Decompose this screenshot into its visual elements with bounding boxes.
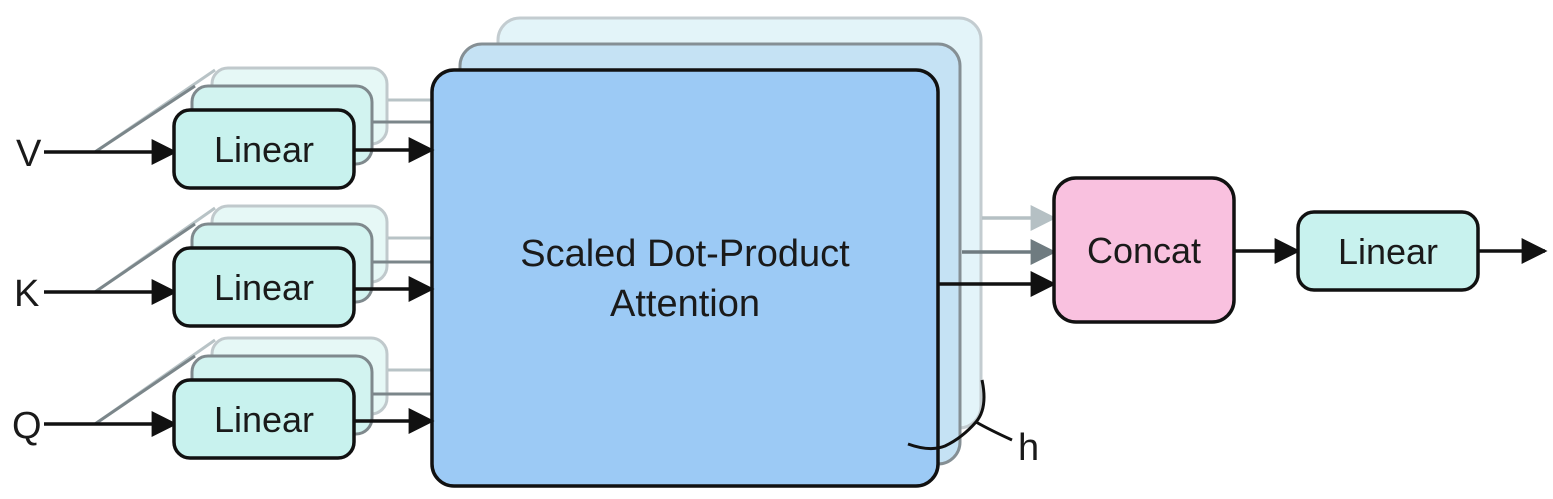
input-label-k: K [14,273,39,315]
input-label-v: V [16,133,42,175]
linear-box-q: Linear [172,378,356,460]
heads-label: h [1018,427,1039,469]
input-label-q: Q [12,405,42,447]
attention-block [430,68,940,488]
attention-label-line1: Scaled Dot-Product [520,233,850,275]
concat-label: Concat [1087,230,1201,271]
linear-label-q: Linear [214,399,314,440]
linear-label-v: Linear [214,129,314,170]
linear-label-k: Linear [214,267,314,308]
heads-brace [907,379,1013,451]
linear-box-k: Linear [172,246,356,328]
concat-box: Concat [1052,176,1236,324]
output-linear-box: Linear [1296,210,1480,292]
attention-label-line2: Attention [610,283,760,325]
output-linear-label: Linear [1338,231,1438,272]
linear-box-v: Linear [172,108,356,190]
